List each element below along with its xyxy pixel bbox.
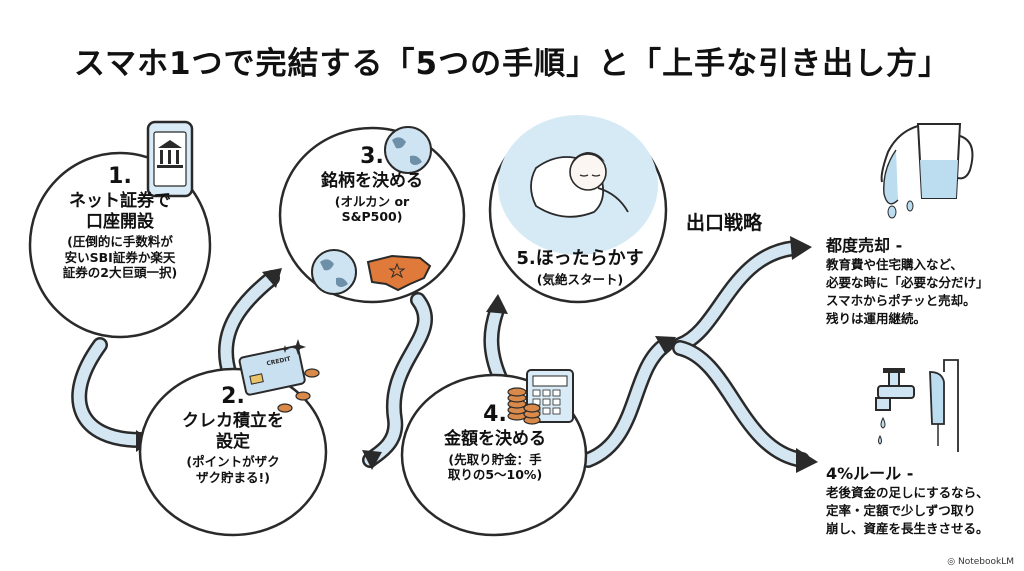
sleeping-person-icon bbox=[530, 152, 629, 218]
step-5-detail: (気絶スタート) bbox=[536, 271, 624, 287]
step-1: 1. ネット証券で 口座開設 (圧倒的に手数料が 安いSBI証券か楽天 証券の2… bbox=[40, 164, 200, 280]
option-4pct-body: 老後資金の足しにするなら、 定率・定額で少しずつ取り 崩し、資産を長生きさせる。 bbox=[826, 485, 989, 537]
option-sell-heading: 都度売却 - bbox=[826, 236, 903, 255]
water-pitcher-icon bbox=[880, 123, 974, 219]
coin-stack-icon bbox=[507, 387, 541, 425]
step-3-heading: 銘柄を決める bbox=[321, 170, 423, 191]
notebooklm-credit: ◎ NotebookLM bbox=[947, 557, 1014, 567]
step-4-heading: 金額を決める bbox=[444, 428, 546, 449]
step-5-number: 5. bbox=[516, 248, 536, 269]
usa-map-icon bbox=[366, 254, 432, 292]
step-4-number: 4. bbox=[483, 402, 507, 427]
step-3-number: 3. bbox=[360, 144, 384, 169]
step-1-detail: (圧倒的に手数料が 安いSBI証券か楽天 証券の2大巨頭一択) bbox=[62, 234, 178, 280]
arrow-3-to-4 bbox=[362, 292, 433, 470]
step-2: 2. クレカ積立を 設定 (ポイントがザク ザク貯まる!) bbox=[158, 384, 308, 485]
credit-card-icon: CREDIT bbox=[238, 339, 320, 413]
arrow-exit-split-up bbox=[672, 236, 812, 353]
step-5: 5.ほったらかす (気絶スタート) bbox=[500, 248, 660, 287]
step-5-heading: ほったらかす bbox=[535, 248, 644, 269]
step-2-number: 2. bbox=[221, 384, 245, 409]
arrow-2-to-3 bbox=[218, 268, 282, 383]
step-3: 3. 銘柄を決める (オルカン or S&P500) bbox=[302, 144, 442, 224]
step-2-heading: クレカ積立を 設定 bbox=[182, 410, 284, 452]
arrow-exit-split-down bbox=[672, 340, 818, 473]
step-4-detail: (先取り貯金：手 取りの5〜10%) bbox=[447, 451, 543, 482]
smartphone-bank-icon bbox=[146, 120, 194, 198]
step-2-detail: (ポイントがザク ザク貯まる!) bbox=[186, 454, 280, 485]
option-sell-body: 教育費や住宅購入など、 必要な時に「必要な分だけ」 スマホからポチッと売却。 残… bbox=[826, 257, 989, 327]
arrow-4-to-5 bbox=[483, 294, 508, 386]
page-title: スマホ1つで完結する「5つの手順」と「上手な引き出し方」 bbox=[73, 46, 951, 82]
arrow-4-to-exit bbox=[580, 336, 676, 468]
globe-icon bbox=[311, 126, 432, 295]
step-1-number: 1. bbox=[108, 164, 132, 189]
flow-arrows bbox=[71, 236, 818, 473]
step-3-detail: (オルカン or S&P500) bbox=[334, 193, 410, 224]
exit-strategy-label: 出口戦略 bbox=[686, 212, 763, 234]
credit-text: NotebookLM bbox=[957, 557, 1014, 567]
step-4: 4. 金額を決める (先取り貯金：手 取りの5〜10%) bbox=[420, 402, 570, 482]
faucet-drip-icon bbox=[875, 359, 959, 452]
step-1-bubble bbox=[28, 151, 212, 339]
step-1-heading: ネット証券で 口座開設 bbox=[69, 190, 171, 232]
notebooklm-logo-icon: ◎ bbox=[947, 557, 956, 567]
option-4pct-heading: 4%ルール - bbox=[826, 464, 914, 483]
